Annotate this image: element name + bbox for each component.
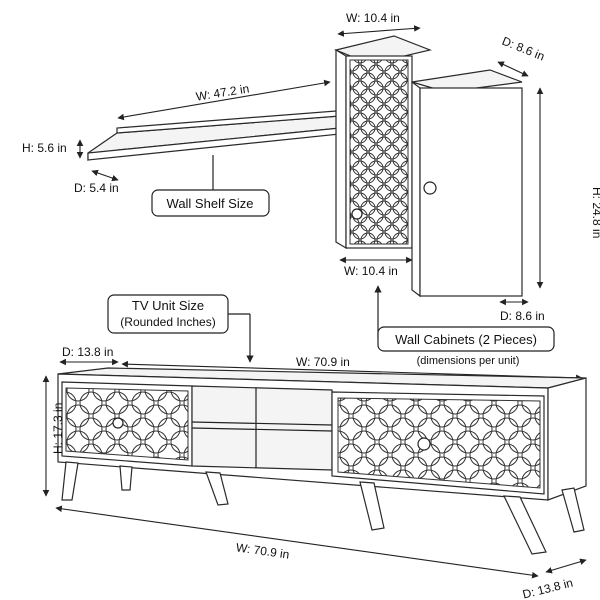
wall-cabinet-right xyxy=(411,69,523,298)
wall-cabinet-width-top-label: W: 10.4 in xyxy=(346,11,400,25)
tv-unit-width-top-label: W: 70.9 in xyxy=(296,355,350,369)
tv-unit-right-door-pattern xyxy=(337,397,541,489)
tv-unit xyxy=(57,367,587,555)
wall-cabinet-width-bottom-label: W: 10.4 in xyxy=(344,264,398,278)
wall-shelf-caption: Wall Shelf Size xyxy=(167,196,254,211)
wall-cabinets-subcaption: (dimensions per unit) xyxy=(417,355,520,367)
tv-unit-left-knob-icon xyxy=(112,417,124,429)
wall-shelf xyxy=(87,110,342,161)
tv-unit-caption-line1: TV Unit Size xyxy=(132,298,204,313)
wall-cabinet-depth-top-arrow xyxy=(497,61,529,77)
wall-cabinet-left-knob-icon xyxy=(351,208,363,220)
tv-unit-caption-line2: (Rounded Inches) xyxy=(120,315,215,329)
wall-cabinet-depth-top-label: D: 8.6 in xyxy=(500,34,547,64)
wall-shelf-depth-arrow xyxy=(91,169,119,182)
wall-cabinet-left-side xyxy=(335,48,347,250)
wall-cabinet-height-label: H: 24.8 in xyxy=(590,187,600,238)
tv-unit-leg-mid xyxy=(205,471,229,506)
wall-shelf-callout xyxy=(151,189,270,217)
wall-shelf-width-arrow xyxy=(117,79,331,121)
tv-unit-side xyxy=(547,377,587,501)
wall-cabinets-caption: Wall Cabinets (2 Pieces) xyxy=(395,332,537,347)
wall-cabinet-right-side xyxy=(411,80,421,298)
wall-cabinet-right-knob-icon xyxy=(423,181,437,195)
tv-unit-depth-bottom-arrow xyxy=(545,558,587,574)
wall-shelf-height-label: H: 5.6 in xyxy=(22,141,67,155)
tv-unit-left-door-pattern xyxy=(65,387,189,461)
wall-cabinet-left xyxy=(334,35,433,250)
wall-shelf-depth-label: D: 5.4 in xyxy=(74,181,119,195)
wall-cabinets-callout xyxy=(377,326,555,352)
tv-unit-middle-shelf xyxy=(191,421,333,426)
tv-unit-leg-front-right xyxy=(503,495,547,555)
wall-cabinet-width-top-arrow xyxy=(337,25,421,37)
tv-unit-leg-front-left xyxy=(61,461,79,501)
tv-unit-leg-back-right xyxy=(561,487,585,533)
wall-cabinet-depth-bottom-label: D: 8.6 in xyxy=(500,309,545,323)
tv-unit-leg-center xyxy=(359,481,385,531)
wall-cabinet-right-front xyxy=(419,87,523,297)
tv-unit-leg-back-left xyxy=(119,465,133,491)
tv-unit-depth-bottom-label: D: 13.8 in xyxy=(521,576,574,600)
tv-unit-right-knob-icon xyxy=(417,437,431,451)
tv-unit-height-label: H: 17.3 in xyxy=(51,403,65,454)
tv-unit-width-bottom-arrow xyxy=(55,505,539,579)
tv-unit-width-top-arrow xyxy=(121,360,583,382)
tv-unit-width-bottom-label: W: 70.9 in xyxy=(235,540,290,561)
tv-unit-depth-top-label: D: 13.8 in xyxy=(62,345,113,359)
tv-unit-middle-shelf-edge xyxy=(191,427,333,432)
